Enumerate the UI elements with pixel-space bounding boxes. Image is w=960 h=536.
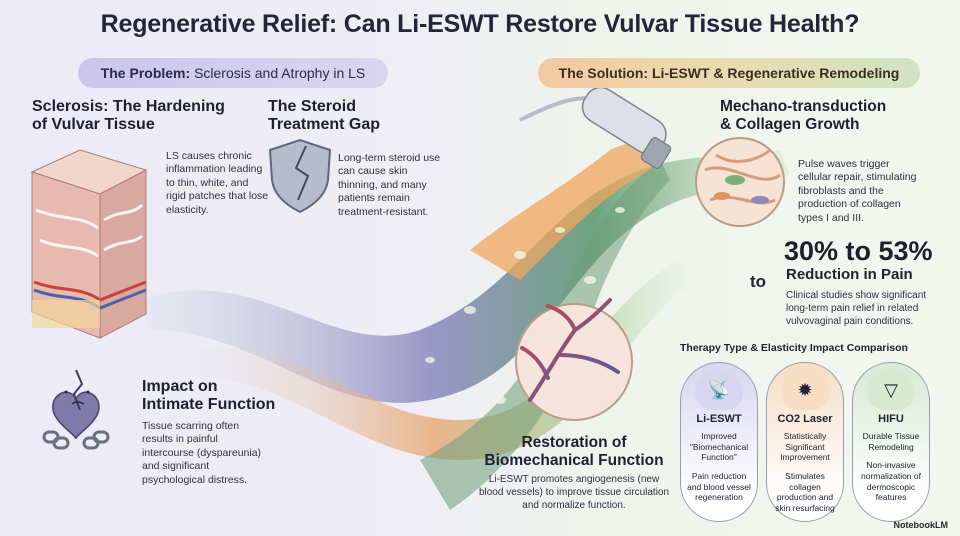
pain-body: Clinical studies show significant long-t… [786,290,927,327]
restoration-heading: Restoration of Biomechanical Function [484,434,664,469]
card-detail: Pain reduction and blood vessel regenera… [687,470,751,503]
card-detail: Non-invasive normalization of dermoscopi… [860,460,921,503]
pain-stat: 30% to 53% [784,236,933,266]
problem-banner-rest: Sclerosis and Atrophy in LS [194,65,366,81]
card-summary: Statistically Significant Improvement [780,431,830,463]
restoration-body: Li-ESWT promotes angiogenesis (new blood… [478,474,670,511]
sclerosis-heading: Sclerosis: The Hardening of Vulvar Tissu… [32,98,225,134]
eswt-device-icon [519,86,672,169]
card-detail: Stimulates collagen production and skin … [775,470,835,513]
tissue-block-illustration [30,149,148,339]
intimate-body: Tissue scarring often results in painful… [142,420,262,486]
comparison-heading: Therapy Type & Elasticity Impact Compari… [680,342,908,354]
device-icon: 📡 [695,370,743,410]
cracked-shield-icon [268,138,332,214]
solution-banner: The Solution: Li-ESWT & Regenerative Rem… [538,58,920,88]
blood-vessels-illustration [515,298,633,421]
card-title: Li-ESWT [696,413,742,425]
page-title: Regenerative Relief: Can Li-ESWT Restore… [100,10,860,38]
card-title: CO2 Laser [777,413,833,425]
card-summary: Improved "Biomechanical Function" [689,431,749,463]
mechano-body: Pulse waves trigger cellular repair, sti… [798,158,917,224]
notebooklm-logo: NotebookLM [893,520,949,530]
laser-burst-icon: ✹ [781,370,829,410]
sclerosis-body: LS causes chronic inflammation leading t… [166,150,269,216]
solution-banner-strong: The Solution: Li-ESWT & Regenerative Rem… [558,65,900,81]
card-summary: Durable Tissue Remodeling [862,431,920,452]
problem-banner: The Problem: Sclerosis and Atrophy in LS [78,58,388,88]
card-title: HIFU [878,413,904,425]
problem-banner-strong: The Problem: [100,65,191,81]
pain-stat-prefix: to [750,272,767,291]
broken-chain-icon [42,430,110,450]
broken-heart-icon [52,369,100,440]
intimate-heading: Impact on Intimate Function [142,378,276,414]
steroid-body: Long-term steroid use can cause skin thi… [338,152,441,218]
mechano-heading: Mechano-transduction & Collagen Growth [720,98,887,133]
steroid-heading: The Steroid Treatment Gap [268,98,381,134]
pain-label: Reduction in Pain [786,266,913,283]
comparison-card: 📡 Li-ESWT Improved "Biomechanical Function… [680,362,758,522]
fibroblast-cells-illustration [695,137,785,227]
ultrasound-icon: ▽ [867,370,915,410]
